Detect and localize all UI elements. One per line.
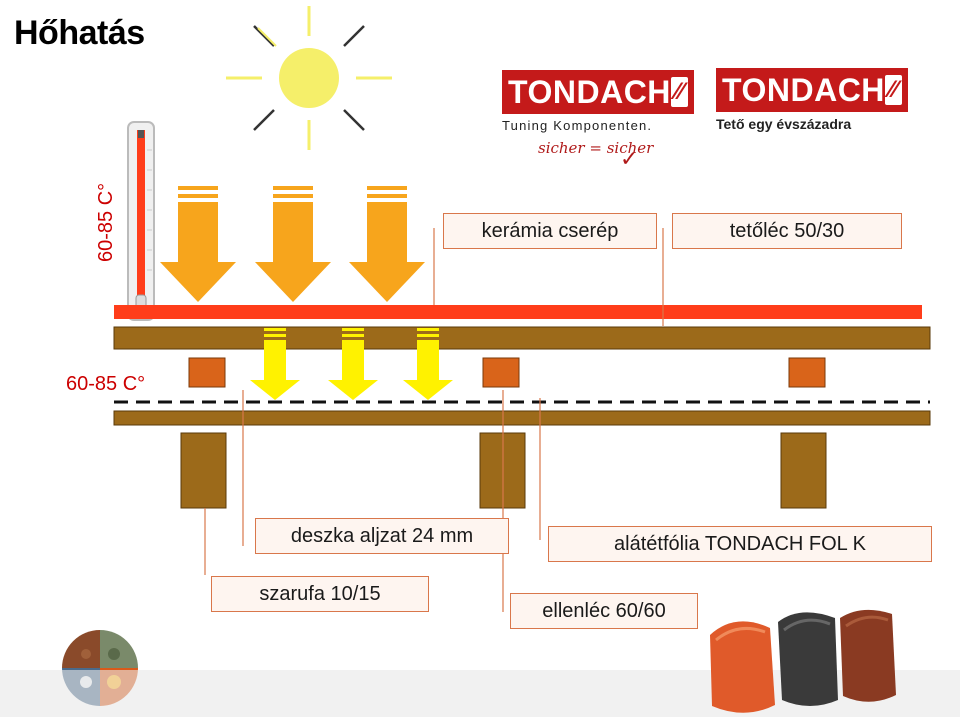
label-roof-batten: tetőléc 50/30 xyxy=(672,213,902,249)
brand-text: TONDACH xyxy=(508,73,671,110)
heat-arrow xyxy=(160,186,236,302)
label-underlay-foil: alátétfólia TONDACH FOL K xyxy=(548,526,932,562)
temperature-label-vertical: 60-85 C° xyxy=(95,182,117,262)
label-ceramic-tile: kerámia cserép xyxy=(443,213,657,249)
brand-text: TONDACH xyxy=(722,71,885,108)
brand-mark-icon: ⁄⁄ xyxy=(670,77,688,107)
heat-arrow xyxy=(328,328,378,400)
batten xyxy=(188,357,226,388)
temperature-label-horizontal: 60-85 C° xyxy=(66,373,146,395)
rafter xyxy=(180,432,227,509)
batten xyxy=(482,357,520,388)
tondach-logo-right: TONDACH ⁄⁄ Tető egy évszázadra xyxy=(716,68,908,132)
rafter xyxy=(780,432,827,509)
roof-tiles-image xyxy=(710,609,896,713)
label-deck-board: deszka aljzat 24 mm xyxy=(255,518,509,554)
page-title: Hőhatás xyxy=(14,14,145,52)
lower-board-layer xyxy=(113,410,931,426)
heat-arrow xyxy=(255,186,331,302)
tondach-logo-left: TONDACH ⁄⁄ Tuning Komponenten. sicher = … xyxy=(502,70,694,171)
deck-board-layer xyxy=(113,326,931,350)
logo-subtitle: Tuning Komponenten. xyxy=(502,118,653,133)
heat-arrow xyxy=(349,186,425,302)
heat-arrow xyxy=(403,328,453,400)
heat-arrow xyxy=(250,328,300,400)
label-counter-batten: ellenléc 60/60 xyxy=(510,593,698,629)
checkmark-icon: ✓ xyxy=(620,146,639,171)
batten xyxy=(788,357,826,388)
heat-arrows-outer xyxy=(160,186,425,302)
brand-mark-icon: ⁄⁄ xyxy=(884,75,902,105)
thermometer-icon xyxy=(127,121,155,321)
tile-layer xyxy=(114,305,922,319)
heat-arrows-inner xyxy=(250,328,453,400)
logo-tagline: sicher = sicher xyxy=(538,139,654,157)
logo-subtitle: Tető egy évszázadra xyxy=(716,116,852,132)
sun-icon xyxy=(226,6,392,150)
label-rafter: szarufa 10/15 xyxy=(211,576,429,612)
leader-lines xyxy=(204,228,664,612)
